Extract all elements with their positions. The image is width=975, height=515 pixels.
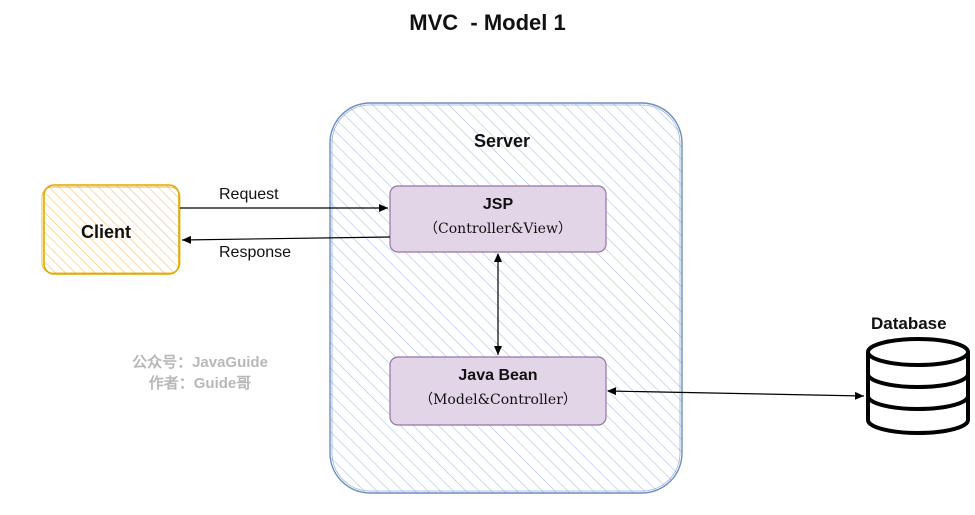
watermark-line-1: 公众号：JavaGuide xyxy=(132,354,268,371)
client-label: Client xyxy=(81,222,132,242)
server-label: Server xyxy=(474,131,531,151)
javabean-database-arrow xyxy=(607,387,865,400)
javabean-box xyxy=(389,356,607,426)
page-title: MVC - Model 1 xyxy=(409,10,566,35)
database-label: Database xyxy=(871,314,947,333)
watermark: 公众号：JavaGuide 作者：Guide哥 xyxy=(110,352,290,394)
request-label: Request xyxy=(219,186,279,203)
client-box xyxy=(41,184,181,275)
javabean-subtitle: （Model&Controller） xyxy=(419,392,577,408)
response-label: Response xyxy=(219,244,292,261)
jsp-subtitle: （Controller&View） xyxy=(424,221,572,237)
jsp-title: JSP xyxy=(482,196,514,213)
server-container xyxy=(329,102,683,494)
jsp-box xyxy=(389,185,607,253)
javabean-label: Java Bean （Model&Controller） xyxy=(390,367,606,409)
response-arrow xyxy=(181,235,391,244)
jsp-label: JSP （Controller&View） xyxy=(390,196,606,238)
database-icon xyxy=(866,337,970,435)
watermark-line-2: 作者：Guide哥 xyxy=(148,375,252,392)
javabean-title: Java Bean xyxy=(458,367,538,384)
